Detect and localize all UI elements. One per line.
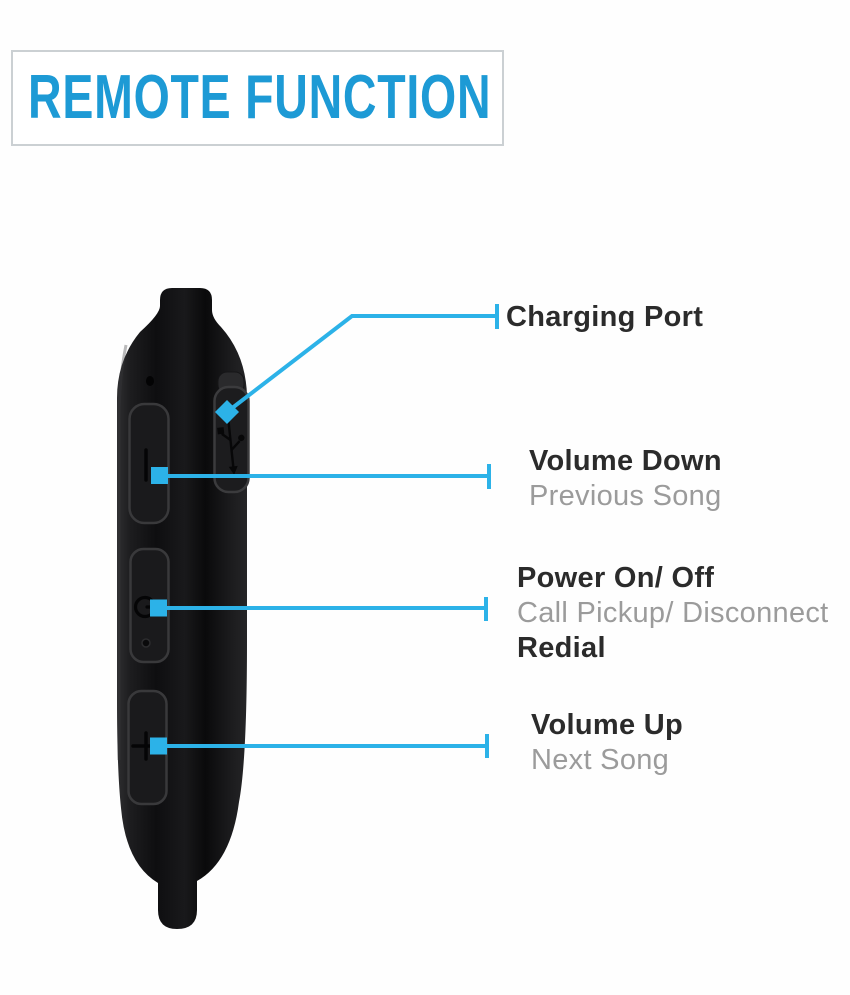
reset-pinhole — [141, 638, 151, 648]
power-title: Power On/ Off — [517, 562, 715, 594]
charging-port-marker — [214, 399, 240, 425]
power-extra: Redial — [517, 632, 606, 664]
volume-down-marker — [151, 467, 168, 484]
volume-down-label: Volume Down Previous Song — [529, 444, 722, 514]
volume-up-marker — [150, 737, 167, 755]
power-marker — [150, 599, 167, 617]
body-highlight — [117, 344, 128, 760]
page-title: REMOTE FUNCTION — [28, 63, 492, 132]
mic-hole — [146, 376, 154, 386]
volume-down-button — [128, 402, 170, 525]
volume-down-subtitle: Previous Song — [529, 480, 722, 512]
title-box: REMOTE FUNCTION — [11, 50, 504, 146]
volume-up-subtitle: Next Song — [531, 744, 670, 776]
charging-port-title: Charging Port — [506, 301, 704, 333]
volume-up-title: Volume Up — [531, 709, 684, 741]
power-subtitle: Call Pickup/ Disconnect — [517, 597, 829, 629]
volume-up-label: Volume Up Next Song — [531, 708, 683, 778]
charging-port-label: Charging Port — [506, 300, 703, 335]
usb-icon — [217, 420, 245, 475]
volume-down-title: Volume Down — [529, 445, 722, 477]
power-label: Power On/ Off Call Pickup/ Disconnect Re… — [517, 561, 829, 666]
charging-port-leader-line — [225, 314, 497, 414]
